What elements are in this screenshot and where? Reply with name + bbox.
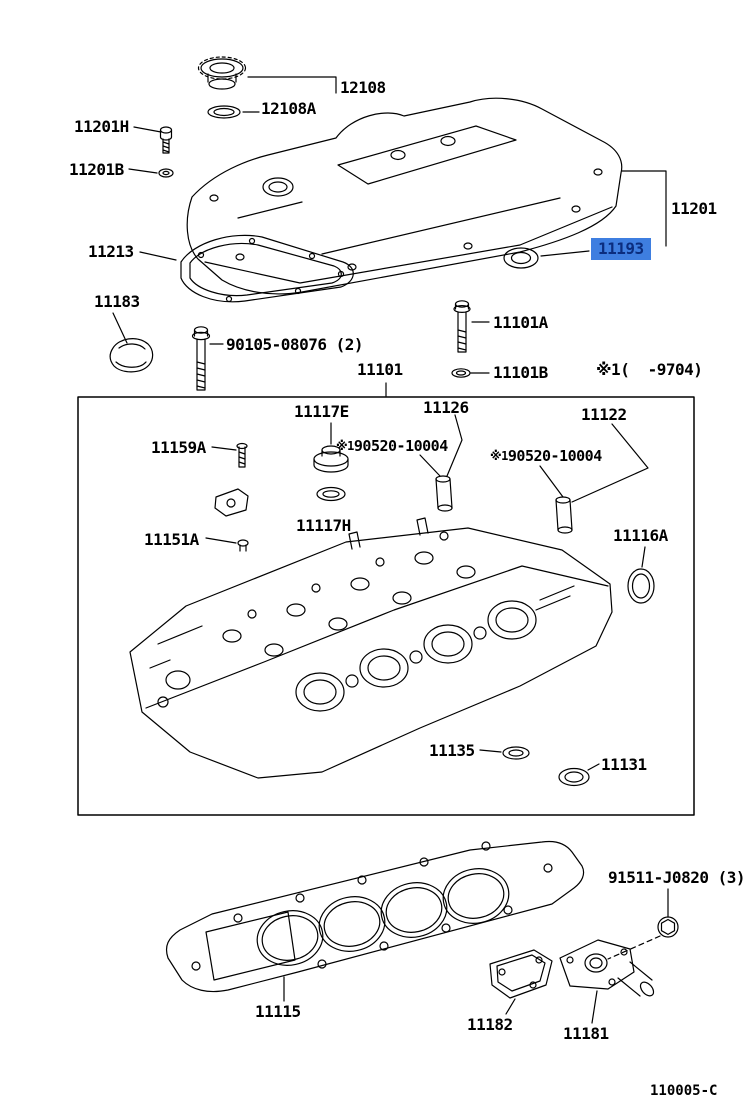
part-label-11117e[interactable]: 11117E (294, 402, 349, 421)
part-label-11182[interactable]: 11182 (467, 1015, 513, 1034)
bolt-91511-symbol (657, 916, 679, 938)
part-label-11159a[interactable]: 11159A (151, 438, 206, 457)
grommet-11201b-art (158, 168, 174, 178)
bracket-11151a-art (214, 488, 249, 552)
filler-cap-gasket-art (207, 105, 241, 119)
part-label-11131[interactable]: 11131 (601, 755, 647, 774)
valve-cover-art (186, 97, 623, 295)
stud-11159a-art (236, 442, 248, 468)
valve-guide-11126-art (435, 475, 453, 512)
part-label-11181[interactable]: 11181 (563, 1024, 609, 1043)
footnote-marker: ※1 (490, 449, 508, 463)
head-gasket-art (165, 840, 585, 993)
part-label-90520-10004-1[interactable]: ※190520-10004 (336, 437, 448, 455)
cylinder-head-art (129, 517, 613, 779)
leader-lines (112, 76, 669, 1024)
plug-11131-art (558, 767, 590, 787)
bolt-11101a-art (453, 300, 471, 353)
part-label-11126[interactable]: 11126 (423, 398, 469, 417)
part-label-11213[interactable]: 11213 (88, 242, 134, 261)
part-label-11151a[interactable]: 11151A (144, 530, 199, 549)
part-label-11183[interactable]: 11183 (94, 292, 140, 311)
gasket-11135-art (502, 746, 530, 760)
part-label-90520-10004-2[interactable]: ※190520-10004 (490, 447, 602, 465)
gasket-11182-art (489, 949, 553, 999)
part-label-11135[interactable]: 11135 (429, 741, 475, 760)
part-label-11201[interactable]: 11201 (671, 199, 717, 218)
part-label-11101a[interactable]: 11101A (493, 313, 548, 332)
part-label-11101[interactable]: 11101 (357, 360, 403, 379)
valve-guide-11122-art (555, 496, 573, 534)
cap-11183-art (109, 338, 154, 373)
part-label-11101b[interactable]: 11101B (493, 363, 548, 382)
part-label-11116a[interactable]: 11116A (613, 526, 668, 545)
part-number-text: 90520-10004 (507, 447, 602, 465)
footnote-note: ※1( -9704) (596, 360, 703, 379)
part-label-11201h[interactable]: 11201H (74, 117, 129, 136)
gasket-11117h-art (316, 486, 346, 502)
cover-gasket-art (180, 234, 354, 303)
housing-11181-art (559, 939, 655, 997)
part-label-12108a[interactable]: 12108A (261, 99, 316, 118)
part-label-11117h[interactable]: 11117H (296, 516, 351, 535)
washer-11101b-art (451, 368, 471, 378)
part-number-text: 90520-10004 (353, 437, 448, 455)
part-label-11115[interactable]: 11115 (255, 1002, 301, 1021)
part-label-11122[interactable]: 11122 (581, 405, 627, 424)
part-label-12108[interactable]: 12108 (340, 78, 386, 97)
plug-11116a-art (627, 568, 655, 604)
part-label-91511-j0820[interactable]: 91511-J0820 (3) (608, 868, 746, 887)
bolt-90105-art (191, 326, 211, 391)
oil-filler-cap-art (197, 56, 247, 90)
footnote-marker: ※1 (336, 439, 354, 453)
part-label-11201b[interactable]: 11201B (69, 160, 124, 179)
seal-11193-art (503, 247, 539, 269)
part-label-11193-highlighted[interactable]: 11193 (591, 238, 651, 260)
head-assembly-frame (77, 396, 695, 816)
part-label-90105-08076[interactable]: 90105-08076 (2) (226, 335, 364, 354)
diagram-code: 110005-C (650, 1083, 718, 1099)
tube-seal-11117e-art (313, 445, 349, 473)
bolt-11201h-art (159, 126, 173, 154)
